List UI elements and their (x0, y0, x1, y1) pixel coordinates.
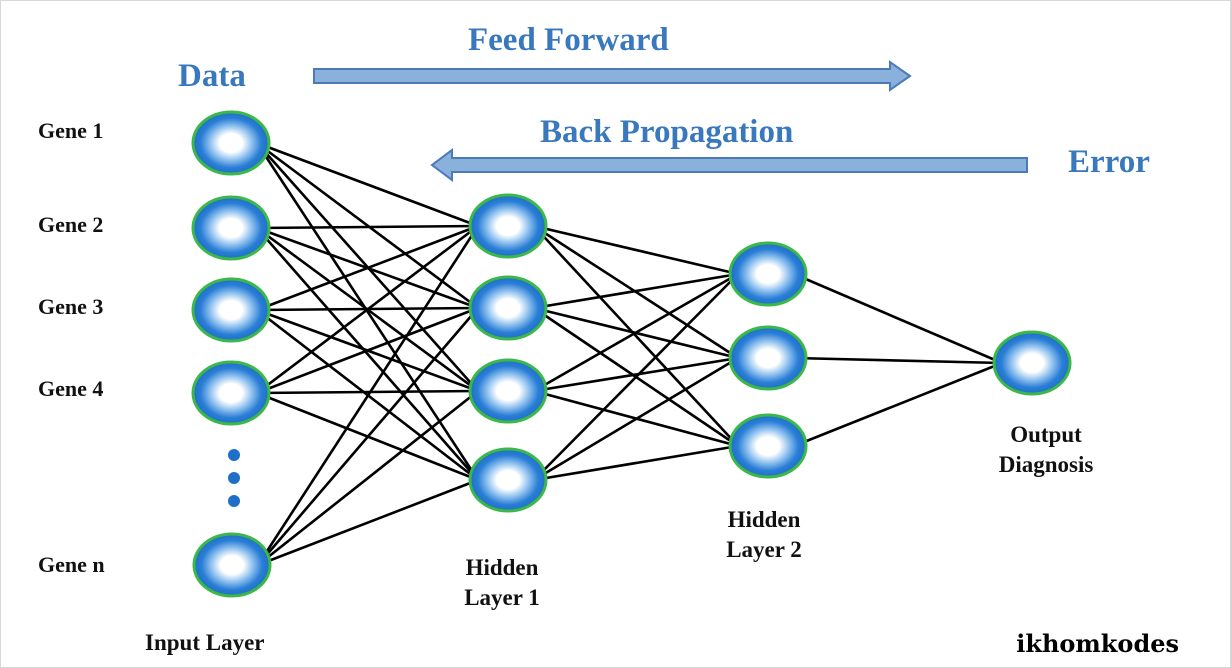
connection-edge (256, 141, 479, 228)
connection-edge (256, 224, 479, 312)
connection-edge (256, 225, 480, 566)
input-node (192, 532, 272, 598)
feed-forward-arrow (313, 60, 912, 92)
hidden-layer-2-line1: Hidden (727, 507, 801, 532)
gene-label: Gene 1 (38, 118, 104, 143)
connection-edge (533, 444, 739, 482)
ellipsis-dot (228, 495, 240, 507)
gene-label: Gene n (38, 552, 105, 577)
back-propagation-label: Back Propagation (540, 114, 794, 150)
feed-forward-label: Feed Forward (468, 22, 669, 58)
input-node (191, 110, 271, 176)
hidden-layer-1-line2: Layer 1 (464, 585, 540, 610)
error-label: Error (1068, 144, 1150, 180)
input-layer-label: Input Layer (145, 630, 265, 655)
output-node (992, 330, 1072, 396)
input-node (191, 195, 271, 261)
hidden1-node (468, 275, 548, 341)
hidden1-node (468, 358, 548, 424)
hidden2-node (728, 241, 808, 307)
connection-edge (533, 272, 739, 393)
input-node (191, 277, 271, 343)
gene-label: Gene 3 (38, 294, 104, 319)
connection-edge (793, 272, 1003, 365)
gene-label: Gene 2 (38, 212, 104, 237)
data-label: Data (178, 58, 246, 94)
connection-edge (257, 478, 479, 567)
connection-edge (257, 389, 479, 567)
hidden-layer-1-line1: Hidden (465, 555, 539, 580)
connection-edge (533, 272, 739, 310)
hidden2-node (728, 325, 808, 391)
hidden1-node (468, 193, 548, 259)
hidden-layer-1-label: Hidden Layer 1 (446, 553, 558, 613)
hidden-layer-2-label: Hidden Layer 2 (708, 505, 820, 565)
connection-edge (793, 356, 1003, 365)
connection-edge (256, 224, 479, 395)
back-propagation-arrow (430, 148, 1028, 182)
watermark: ikhomkodes (1016, 629, 1179, 658)
connection-edge (256, 224, 479, 230)
connection-edges (255, 141, 1003, 567)
output-label-line2: Diagnosis (998, 452, 1094, 477)
connection-edge (533, 273, 739, 481)
ellipsis-dot (228, 472, 240, 484)
connection-edge (255, 142, 480, 481)
ellipsis-dot (228, 449, 240, 461)
gene-label: Gene 4 (38, 376, 104, 401)
hidden-layer-2-line2: Layer 2 (726, 537, 802, 562)
output-diagnosis-label: Output Diagnosis (984, 420, 1108, 480)
connection-edge (256, 306, 479, 395)
connection-edge (256, 227, 479, 481)
input-node (191, 360, 271, 426)
connection-edge (257, 307, 479, 566)
output-label-line1: Output (1010, 422, 1082, 447)
connection-edge (533, 356, 739, 393)
hidden1-node (468, 447, 548, 513)
network-nodes (191, 110, 1072, 598)
connection-edge (256, 389, 479, 395)
connection-edge (533, 225, 739, 447)
connection-edge (533, 356, 739, 482)
connection-edge (793, 361, 1003, 448)
hidden2-node (728, 413, 808, 479)
connection-edge (533, 224, 739, 276)
